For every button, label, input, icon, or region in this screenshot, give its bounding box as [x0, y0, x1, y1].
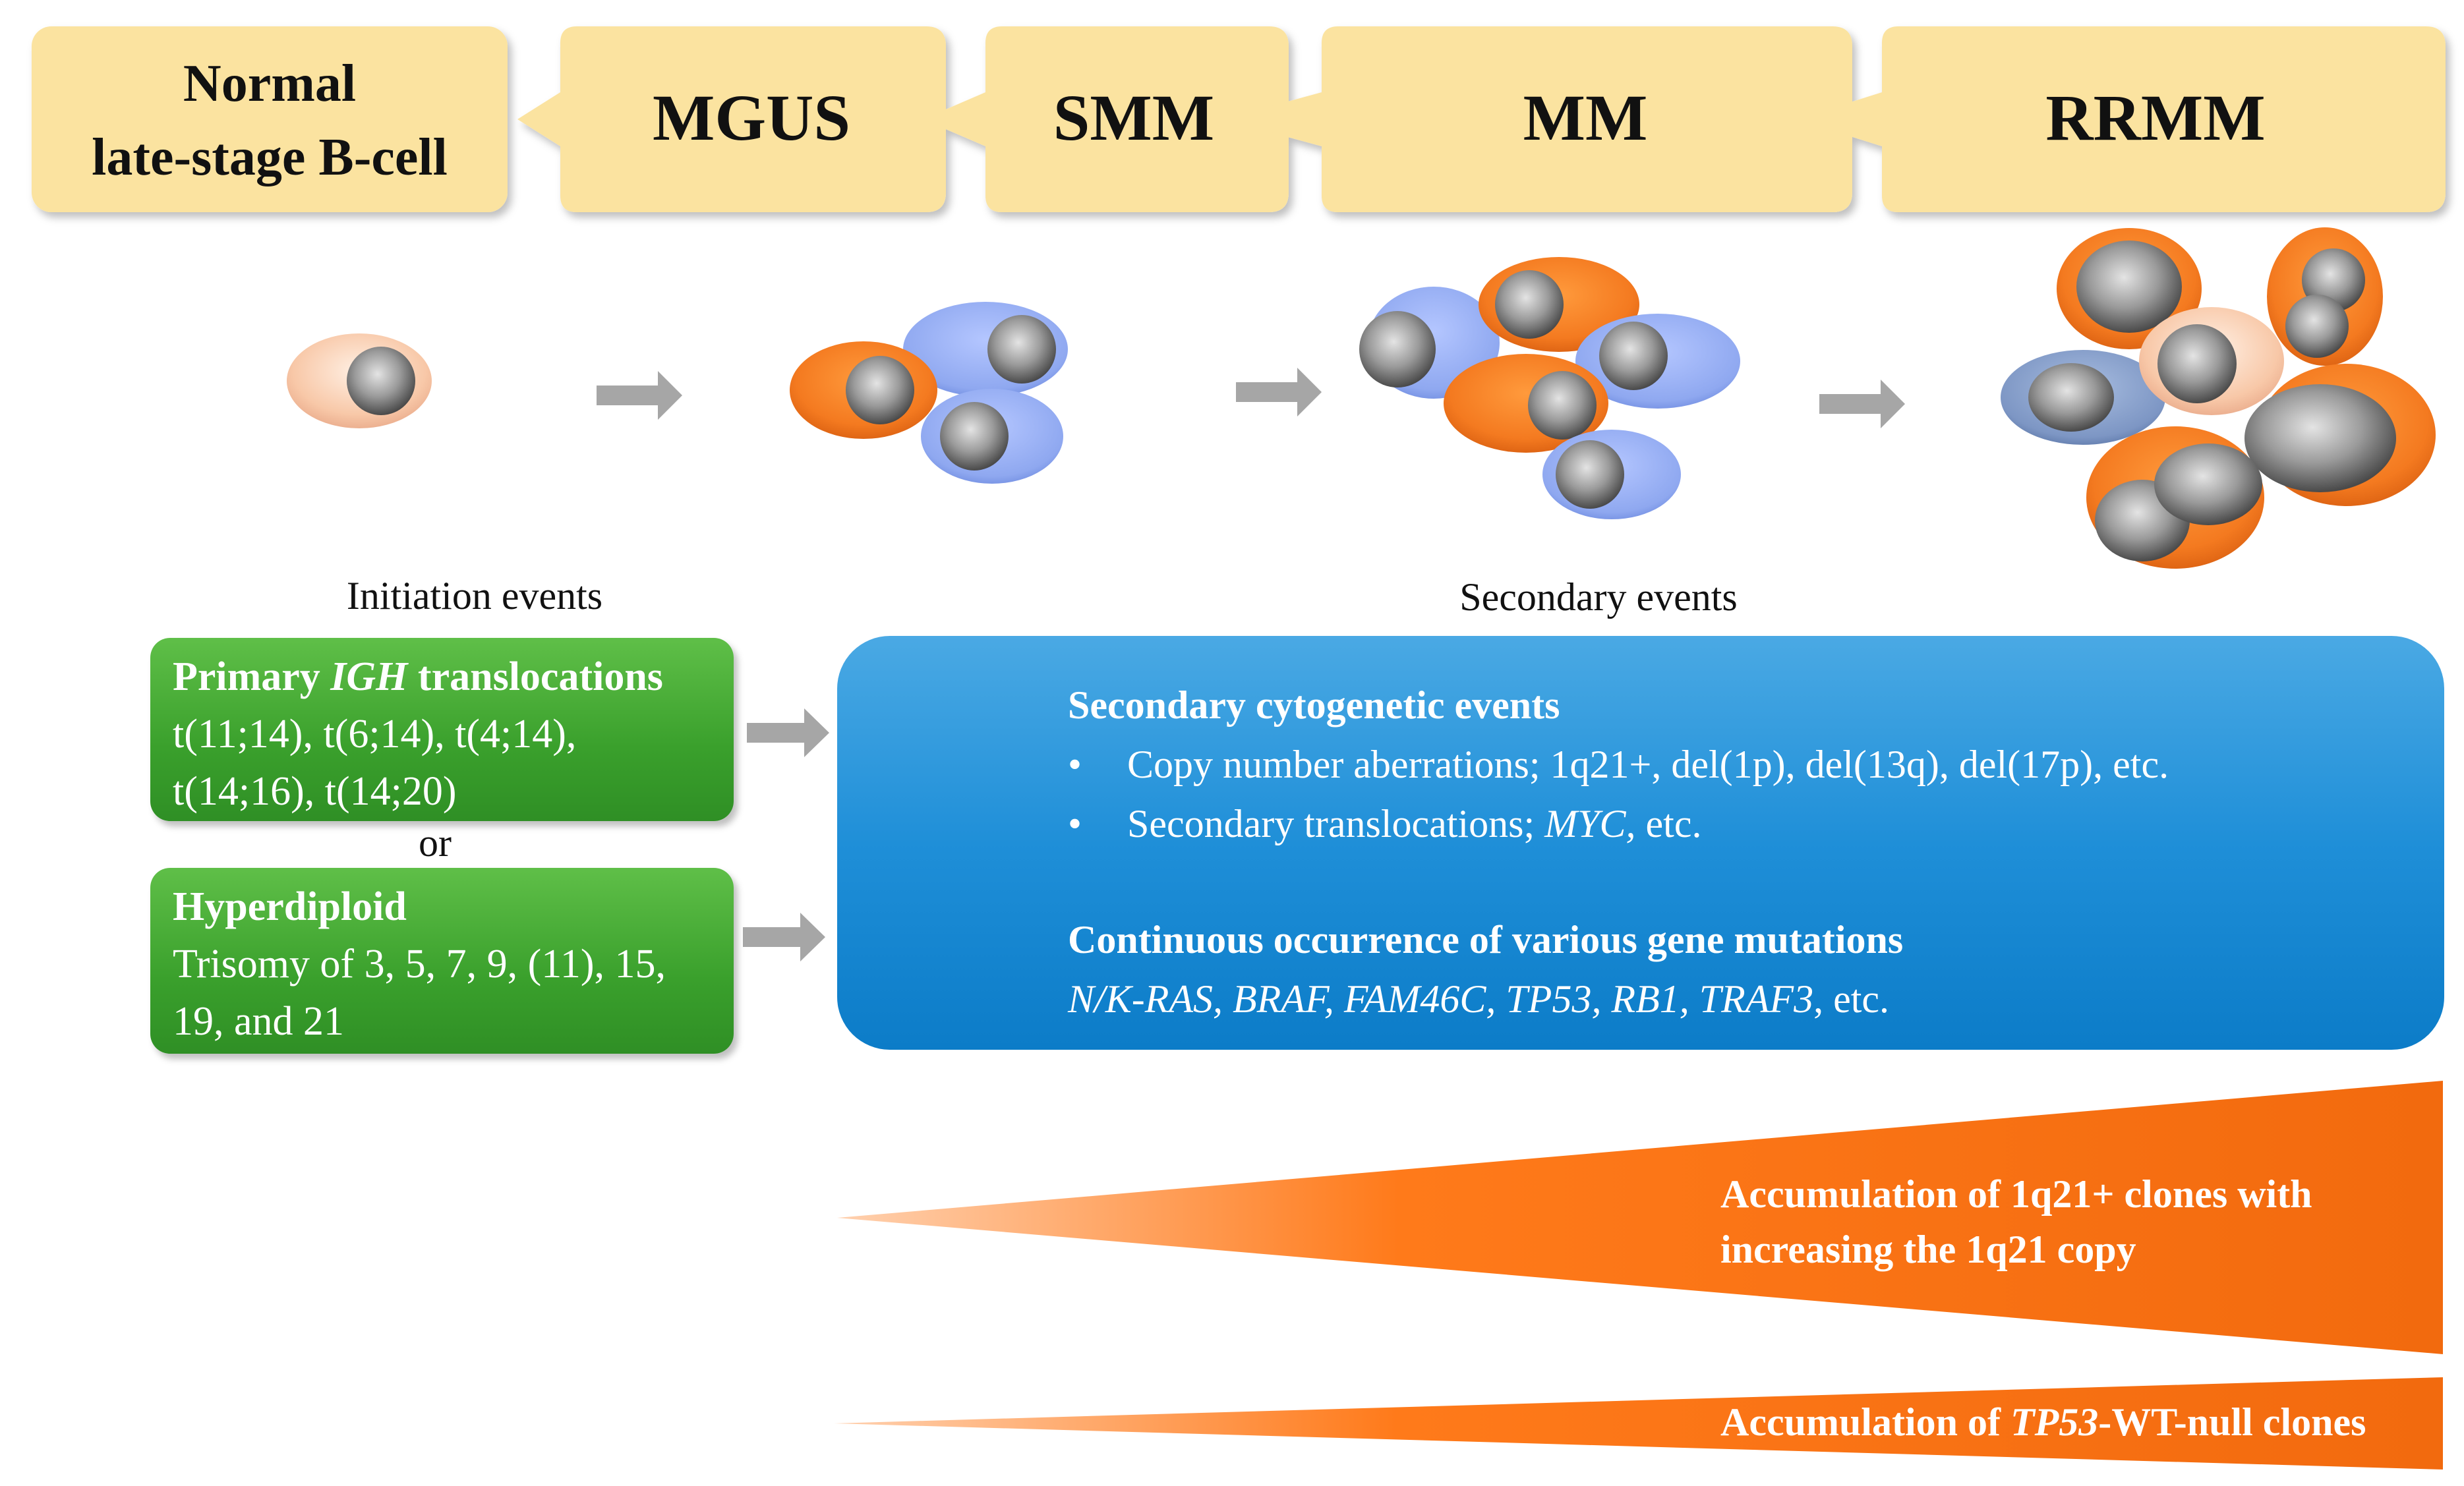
secondary-events-box: Secondary cytogenetic events Copy number…: [837, 636, 2444, 1050]
gene-mutations-title: Continuous occurrence of various gene mu…: [1068, 918, 1904, 961]
stage-normal-label-line1: Normal: [183, 55, 356, 113]
arrow-right-icon: [597, 371, 682, 420]
stage-smm-label: SMM: [1053, 81, 1214, 154]
cytogenetic-bullet-translocations: Secondary translocations; MYC, etc.: [1068, 794, 2391, 853]
mm-cell-cluster: [1359, 257, 1740, 519]
stage-rrmm: [1796, 26, 2446, 212]
gene-mutations-list: N/K-RAS, BRAF, FAM46C, TP53, RB1, TRAF3,…: [1068, 977, 1890, 1021]
wedge-tp53-accumulation: [834, 1377, 2443, 1470]
event-arrows: [743, 708, 829, 961]
normal-cell-nucleus: [347, 347, 415, 415]
wedge-1q21-label: Accumulation of 1q21+ clones with increa…: [1720, 1172, 2312, 1271]
cell-progression-arrows: [597, 368, 1905, 428]
arrow-right-icon: [743, 913, 825, 961]
or-label: or: [419, 821, 452, 865]
stage-mgus-label: MGUS: [653, 81, 850, 154]
wedge-tp53-label: Accumulation of TP53-WT-null clones: [1720, 1400, 2366, 1444]
stage-rrmm-label: RRMM: [2045, 81, 2265, 154]
wedge-1q21-accumulation: [837, 1081, 2443, 1354]
hyperdiploid-box: Hyperdiploid Trisomy of 3, 5, 7, 9, (11)…: [150, 868, 734, 1054]
arrow-right-icon: [1819, 380, 1905, 428]
primary-igh-translocations-box: Primary IGH translocations t(11;14), t(6…: [150, 638, 734, 821]
arrow-right-icon: [747, 708, 829, 757]
mgus-cell-cluster: [790, 302, 1068, 484]
cytogenetic-list: Copy number aberrations; 1q21+, del(1p),…: [1068, 735, 2391, 853]
hyperdiploid-title: Hyperdiploid: [173, 884, 407, 929]
primary-igh-line1: t(11;14), t(6;14), t(4;14),: [173, 711, 577, 757]
hyperdiploid-line2: 19, and 21: [173, 998, 345, 1044]
secondary-cytogenetic-title: Secondary cytogenetic events: [1068, 683, 1560, 727]
normal-cell: [287, 333, 432, 428]
hyperdiploid-line1: Trisomy of 3, 5, 7, 9, (11), 15,: [173, 941, 666, 986]
stage-mm: [1223, 26, 1852, 212]
stage-smm: [923, 26, 1289, 212]
primary-igh-line2: t(14;16), t(14;20): [173, 768, 457, 814]
stage-mm-label: MM: [1523, 81, 1648, 154]
stage-mgus: [517, 26, 946, 212]
primary-igh-title: Primary IGH translocations: [173, 654, 663, 699]
initiation-events-heading: Initiation events: [346, 574, 603, 617]
secondary-events-heading: Secondary events: [1459, 575, 1738, 619]
stage-row: [32, 26, 2446, 212]
arrow-right-icon: [1236, 368, 1322, 416]
rrmm-cell-cluster: [2001, 227, 2436, 569]
cytogenetic-bullet-copy-number: Copy number aberrations; 1q21+, del(1p),…: [1068, 735, 2391, 794]
stage-normal-label-line2: late-stage B-cell: [92, 129, 448, 186]
stage-normal-b-cell: [32, 26, 508, 212]
